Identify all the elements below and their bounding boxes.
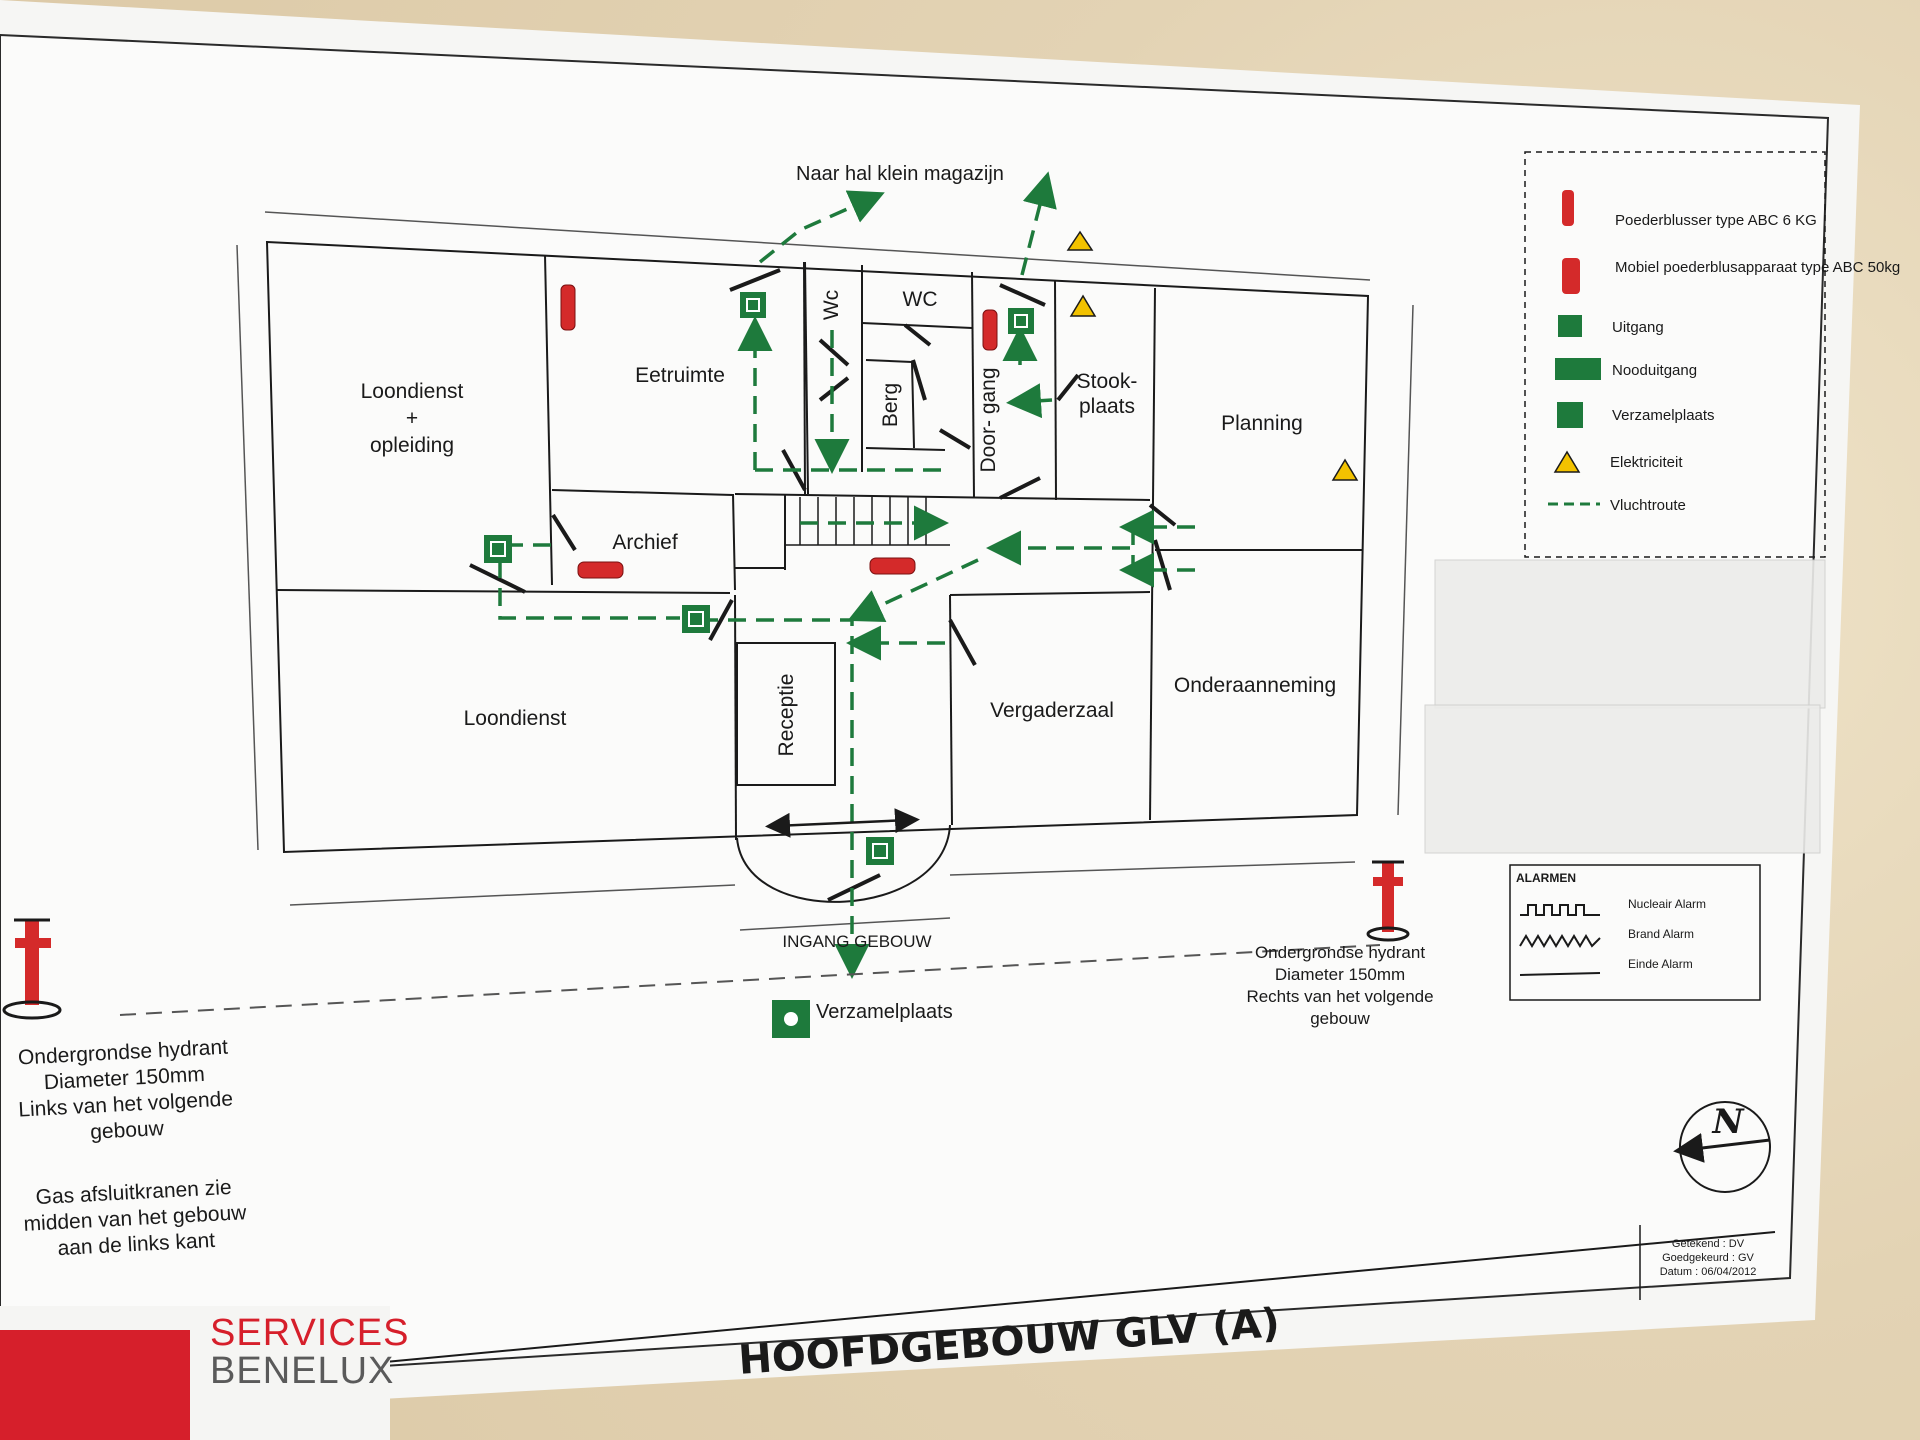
title-block: Getekend : DV Goedgekeurd : GV Datum : 0… — [384, 1225, 1776, 1363]
room-vergaderzaal: Vergaderzaal — [990, 699, 1114, 722]
legend-label-escape-route: Vluchtroute — [1610, 497, 1686, 514]
assembly-point-label: Verzamelplaats — [816, 1001, 953, 1023]
brand-logo: SERVICES BENELUX — [0, 1306, 408, 1440]
svg-text:Goedgekeurd : GV: Goedgekeurd : GV — [1662, 1252, 1754, 1264]
legend: Poederblusser type ABC 6 KG Mobiel poede… — [1524, 151, 1900, 558]
alarms-title: ALARMEN — [1516, 871, 1576, 885]
street-line — [119, 944, 1381, 1016]
room-archief: Archief — [612, 531, 678, 554]
room-loondienst: Loondienst — [464, 707, 567, 730]
room-stookplaats-l2: plaats — [1079, 395, 1135, 418]
hydrant-right-note: Ondergrondse hydrant Diameter 150mm Rech… — [1246, 943, 1433, 1028]
room-loondienst-opleiding-l1: Loondienst — [361, 380, 464, 403]
hydrant-left-note: Ondergrondse hydrant Diameter 150mm Link… — [17, 1035, 234, 1144]
doors — [469, 268, 1177, 902]
building-walls — [265, 240, 1370, 903]
svg-text:Ondergrondse hydrant: Ondergrondse hydrant — [1255, 943, 1425, 962]
legend-label-exit: Uitgang — [1612, 319, 1664, 336]
legend-label-electricity: Elektriciteit — [1610, 454, 1683, 471]
alarm-label-fire: Brand Alarm — [1628, 927, 1694, 941]
alarm-label-nuclear: Nucleair Alarm — [1628, 897, 1706, 911]
legend-label-emergency-exit: Nooduitgang — [1612, 362, 1697, 379]
pasted-info-sheets — [1424, 559, 1826, 854]
svg-text:Getekend : DV: Getekend : DV — [1672, 1238, 1745, 1250]
room-onderaanneming: Onderaanneming — [1174, 674, 1336, 697]
room-stookplaats-l1: Stook- — [1077, 370, 1138, 393]
gas-valve-note: Gas afsluitkranen zie midden van het geb… — [23, 1175, 247, 1261]
svg-text:Rechts van het volgende: Rechts van het volgende — [1246, 987, 1433, 1006]
room-labels: Loondienst + opleiding Eetruimte Wc WC B… — [361, 288, 1337, 756]
dimension-lines — [236, 211, 1414, 931]
hydrant-left-icon — [2, 918, 62, 1020]
legend-label-mobile-extinguisher: Mobiel poederblusapparaat type ABC 50kg — [1615, 259, 1900, 276]
legend-label-extinguisher: Poederblusser type ABC 6 KG — [1615, 212, 1817, 229]
exit-direction-label: Naar hal klein magazijn — [796, 163, 1004, 185]
electricity-icons — [1066, 230, 1359, 481]
emergency-exit-icon — [1555, 358, 1601, 380]
electricity-icon — [1553, 450, 1581, 473]
square-wave-icon — [1520, 904, 1600, 916]
room-planning: Planning — [1221, 412, 1303, 435]
assembly-point-icon — [772, 1000, 810, 1038]
room-wc: WC — [903, 288, 938, 311]
alarms-box: ALARMEN Nucleair Alarm Brand Alarm Einde… — [1509, 864, 1761, 1001]
svg-text:Diameter 150mm: Diameter 150mm — [1275, 965, 1405, 984]
brand-line1: SERVICES — [210, 1312, 410, 1354]
room-receptie: Receptie — [775, 674, 798, 757]
room-loondienst-opleiding-l3: opleiding — [370, 434, 454, 457]
flat-line-icon — [1519, 972, 1601, 976]
room-wc-vertical: Wc — [820, 290, 843, 320]
room-berg: Berg — [879, 383, 902, 427]
two-way-arrow — [765, 808, 920, 838]
room-loondienst-opleiding-l2: + — [406, 407, 418, 430]
exit-icon — [1558, 315, 1582, 337]
exit-icons — [484, 292, 1034, 865]
room-doorgang: Door- gang — [977, 367, 1000, 472]
alarm-label-end: Einde Alarm — [1628, 957, 1693, 971]
entrance-label: INGANG GEBOUW — [782, 932, 931, 951]
escape-routes — [498, 171, 1195, 979]
poster-border — [0, 33, 1830, 1392]
brand-line2: BENELUX — [210, 1350, 395, 1392]
room-eetruimte: Eetruimte — [635, 364, 725, 387]
svg-text:gebouw: gebouw — [1310, 1009, 1370, 1028]
fire-extinguisher-icon — [1562, 190, 1574, 226]
hydrant-right-icon — [1366, 860, 1410, 942]
brand-logo-mark — [0, 1330, 190, 1440]
north-arrow: N — [1673, 1101, 1771, 1193]
mobile-extinguisher-icon — [1562, 258, 1580, 294]
legend-label-assembly: Verzamelplaats — [1612, 407, 1715, 424]
fire-extinguisher-icons — [560, 284, 998, 579]
assembly-point-icon — [1557, 402, 1583, 428]
sawtooth-wave-icon — [1519, 934, 1601, 948]
svg-text:Datum : 06/04/2012: Datum : 06/04/2012 — [1660, 1266, 1757, 1278]
north-label: N — [1711, 1102, 1745, 1142]
